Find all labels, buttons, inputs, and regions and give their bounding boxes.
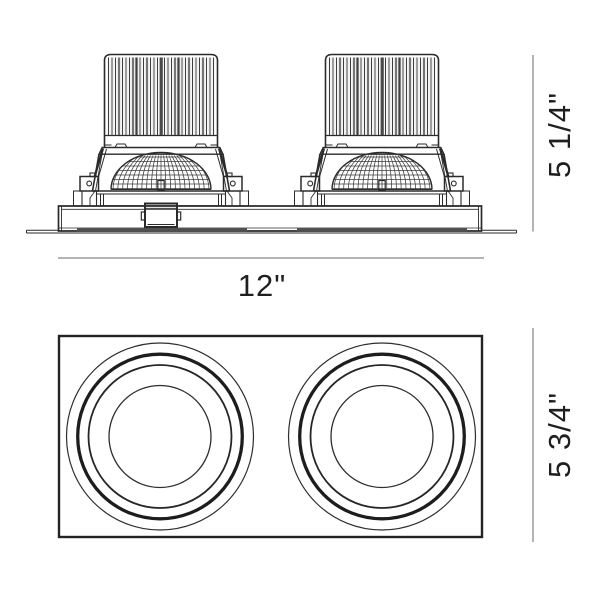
junction-box-left-tab: [140, 211, 146, 221]
height-dimension-label: 5 1/4": [542, 92, 577, 178]
housing: [57, 205, 483, 232]
junction-box-right-tab: [176, 211, 182, 221]
depth-dimension-label: 5 3/4": [542, 392, 577, 478]
bottom-view: [57, 334, 484, 539]
dimensions: 12" 5 1/4" 5 3/4": [58, 55, 577, 542]
trim-plate-outline: [57, 334, 484, 539]
trim-flange: [26, 229, 517, 234]
junction-box: [140, 202, 182, 228]
width-dimension-label: 12": [238, 268, 287, 303]
front-elevation-view: [26, 55, 517, 234]
